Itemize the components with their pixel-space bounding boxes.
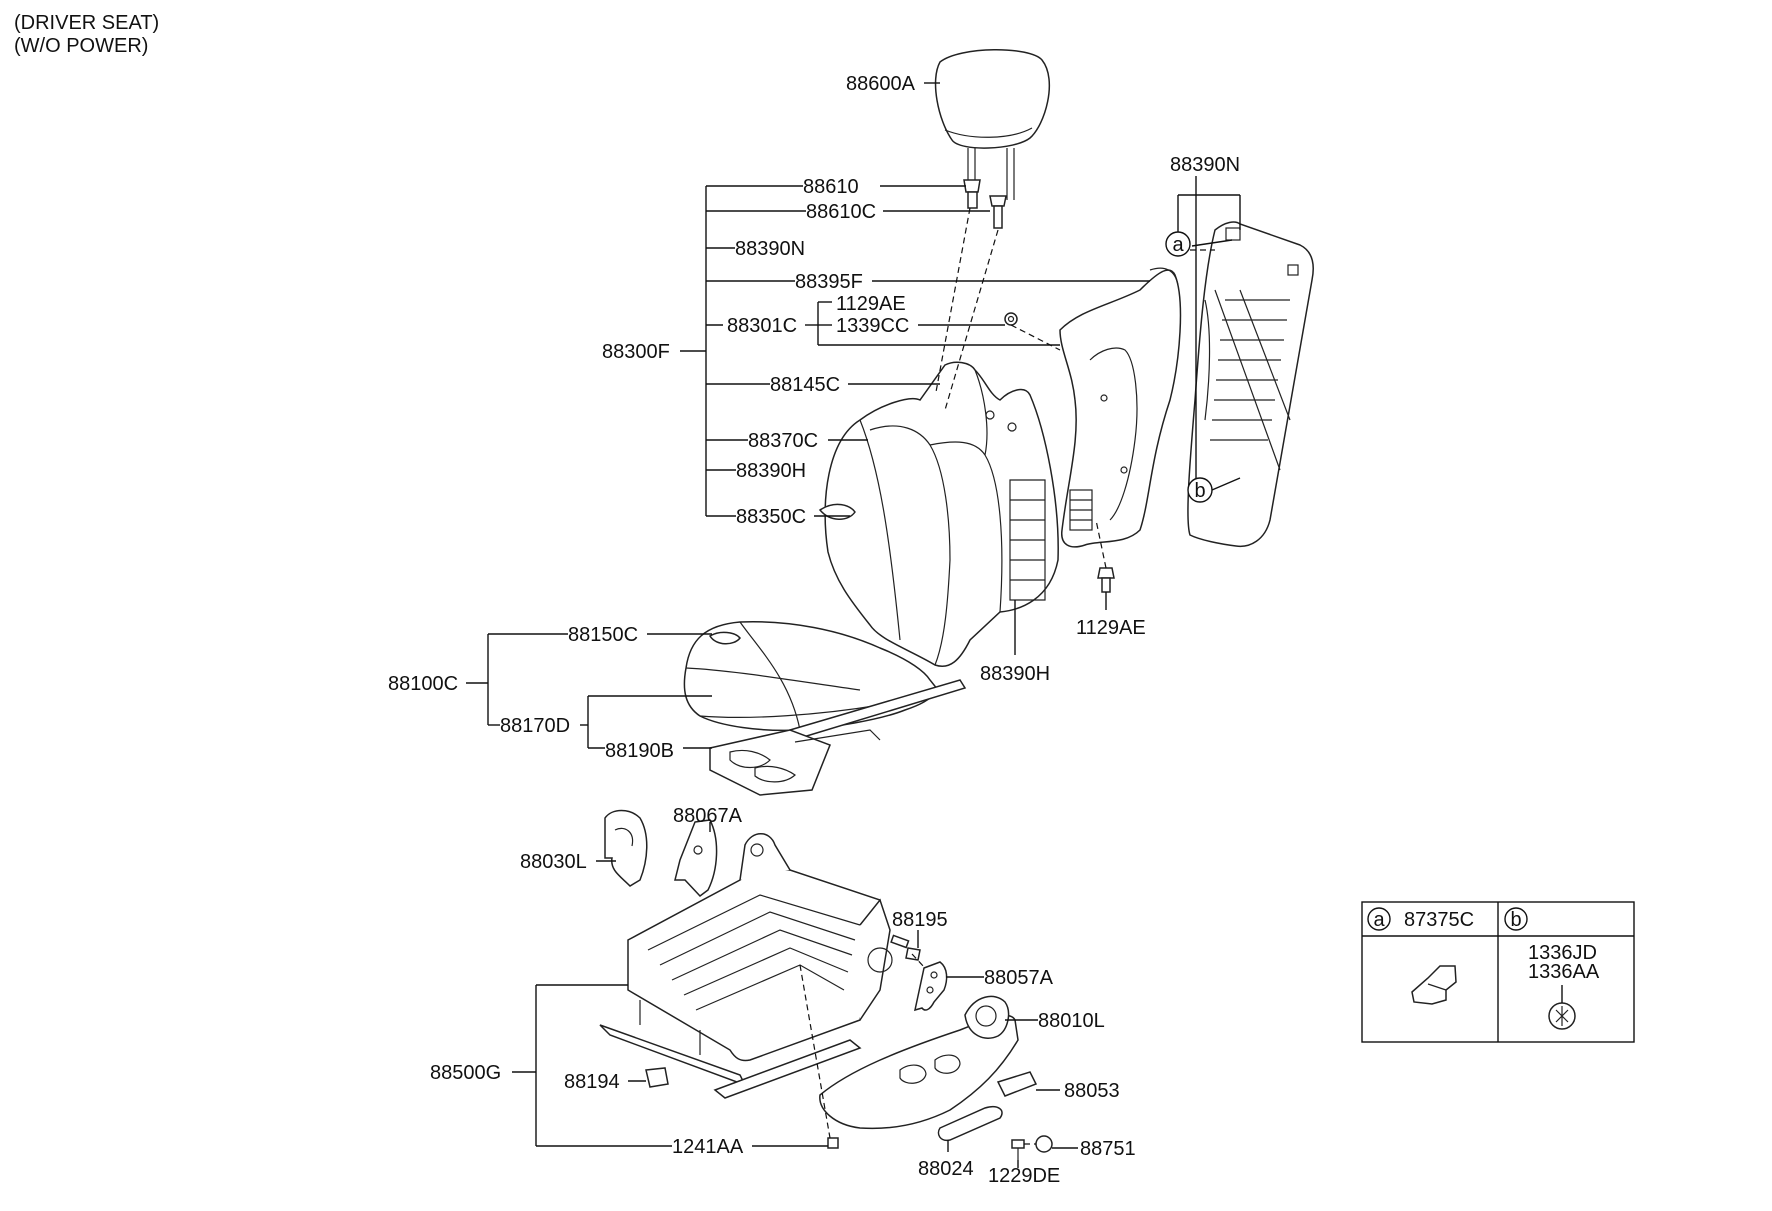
bolt-1241AA-drawing [827, 1137, 839, 1149]
label-88390N-right: 88390N [1170, 154, 1240, 176]
headrest-guide-drawing [963, 179, 1007, 229]
headrest-drawing [934, 49, 1051, 200]
label-88145C: 88145C [770, 374, 840, 396]
label-88610C: 88610C [806, 201, 876, 223]
bolt-88195-drawing [890, 934, 921, 961]
switch-88194-drawing [645, 1067, 669, 1088]
seatback-pad-drawing [1009, 479, 1046, 601]
label-88010L: 88010L [1038, 1010, 1105, 1032]
callout-a-letter: a [1172, 234, 1184, 256]
cap-88751-drawing [1035, 1135, 1053, 1153]
label-88350C: 88350C [736, 506, 806, 528]
seatback-frame-drawing [1059, 267, 1182, 548]
lever-88024-drawing [937, 1106, 1003, 1142]
label-1129AE-top: 1129AE [836, 293, 906, 315]
label-88057A: 88057A [984, 967, 1054, 989]
label-88370C: 88370C [748, 430, 818, 452]
label-88500G: 88500G [430, 1062, 501, 1084]
label-88170D: 88170D [500, 715, 570, 737]
label-88751: 88751 [1080, 1138, 1136, 1160]
label-88390N-left: 88390N [735, 238, 805, 260]
title-line-2: (W/O POWER) [14, 35, 148, 57]
legend-a-part: 87375C [1404, 909, 1474, 931]
legend-a-header: a 87375C [1367, 907, 1474, 931]
label-88053: 88053 [1064, 1080, 1120, 1102]
bolt-1129AE-lower-drawing [1097, 567, 1115, 593]
legend-b-nut-drawing [1548, 985, 1576, 1030]
part-labels: 88600A 88610 88610C 88390N 88395F 1129AE… [388, 73, 1240, 1187]
legend-b-part-1: 1336JD [1528, 942, 1597, 964]
legend-b-letter: b [1510, 909, 1521, 931]
diagram-title: (DRIVER SEAT) (W/O POWER) [14, 12, 159, 57]
label-1229DE: 1229DE [988, 1165, 1060, 1187]
label-1129AE-bottom: 1129AE [1076, 617, 1146, 639]
seatback-rear-board-drawing [1187, 221, 1314, 548]
seat-cushion-pad-drawing [709, 729, 881, 796]
label-88390H-left: 88390H [736, 460, 806, 482]
recliner-cover-inner-drawing [604, 809, 648, 887]
label-1339CC: 1339CC [836, 315, 909, 337]
label-88390H-bottom: 88390H [980, 663, 1050, 685]
label-1241AA: 1241AA [672, 1136, 744, 1158]
leader-lines [466, 82, 1241, 1168]
legend-b-header: b [1504, 907, 1528, 931]
screw-1229DE-drawing [1011, 1139, 1025, 1160]
seat-frame-drawing [599, 833, 893, 1099]
lever-cap-88053-drawing [996, 1071, 1038, 1097]
label-88190B: 88190B [605, 740, 674, 762]
label-88024: 88024 [918, 1158, 974, 1180]
assembly-dashed-lines [799, 207, 1215, 1145]
label-88067A: 88067A [673, 805, 743, 827]
recliner-cover-bracket-drawing [674, 819, 718, 898]
side-shield-drawing [819, 995, 1019, 1130]
title-line-1: (DRIVER SEAT) [14, 12, 159, 34]
label-88610: 88610 [803, 176, 859, 198]
seatback-cover-drawing [818, 361, 1059, 667]
label-88600A: 88600A [846, 73, 916, 95]
label-88100C: 88100C [388, 673, 458, 695]
label-88195: 88195 [892, 909, 948, 931]
bracket-88057A-drawing [914, 961, 948, 1012]
legend-b-part-2: 1336AA [1528, 961, 1600, 983]
label-88300F: 88300F [602, 341, 670, 363]
label-88301C: 88301C [727, 315, 797, 337]
clip-1339CC-drawing [1004, 312, 1018, 326]
legend-table: a 87375C b 1336JD 1336AA [1361, 901, 1635, 1043]
legend-a-clip-drawing [1411, 965, 1457, 1005]
label-88150C: 88150C [568, 624, 638, 646]
label-88194: 88194 [564, 1071, 620, 1093]
label-88030L: 88030L [520, 851, 587, 873]
callout-b: b [1187, 477, 1213, 503]
callout-a: a [1165, 231, 1191, 257]
label-88395F: 88395F [795, 271, 863, 293]
seat-cushion-drawing [683, 620, 967, 739]
legend-a-letter: a [1373, 909, 1385, 931]
callout-b-letter: b [1194, 480, 1205, 502]
